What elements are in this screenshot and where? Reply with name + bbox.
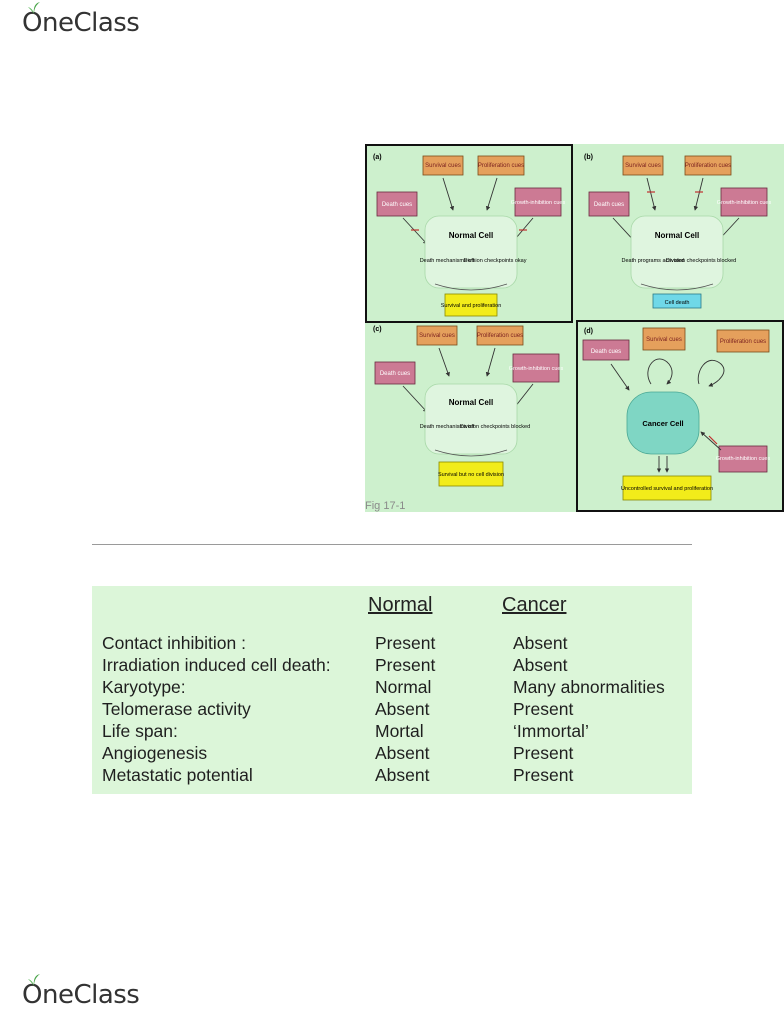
row-normal: Absent <box>375 765 430 785</box>
panel-c-right-state: Division checkpoints blocked <box>460 424 530 430</box>
row-feature: Irradiation induced cell death: <box>102 655 331 675</box>
row-normal: Absent <box>375 743 430 763</box>
section-divider <box>92 544 692 545</box>
oneclass-logo: OneClass <box>22 2 140 38</box>
panel-c-cell-label: Normal Cell <box>449 398 493 407</box>
panel-c-tag: (c) <box>373 326 382 333</box>
row-feature: Karyotype: <box>102 677 186 697</box>
panel-d-survival-cues: Survival cues <box>646 337 682 343</box>
panel-c-growth-cues: Growth-inhibition cues <box>509 366 564 372</box>
panel-c-outcome: Survival but no cell division <box>438 472 504 478</box>
leaf-icon <box>28 2 40 14</box>
row-cancer: Absent <box>513 655 568 675</box>
leaf-icon <box>28 974 40 986</box>
panel-d-proliferation-cues: Proliferation cues <box>720 339 766 345</box>
header-cancer: Cancer <box>502 594 567 616</box>
table-row: Life span: Mortal ‘Immortal’ <box>92 720 692 742</box>
panel-b: (b) Survival cues Proliferation cues Dea… <box>584 154 772 309</box>
panel-c-proliferation-cues: Proliferation cues <box>477 333 523 339</box>
panel-c: (c) Survival cues Proliferation cues Dea… <box>373 325 564 487</box>
row-normal: Mortal <box>375 721 424 741</box>
row-cancer: Many abnormalities <box>513 677 665 697</box>
panel-b-outcome: Cell death <box>665 300 690 306</box>
row-feature: Contact inhibition : <box>102 633 246 653</box>
table-row: Metastatic potential Absent Present <box>92 764 692 786</box>
row-cancer: Present <box>513 765 574 785</box>
normal-vs-cancer-table: Normal Cancer Contact inhibition : Prese… <box>92 586 692 794</box>
table-row: Karyotype: Normal Many abnormalities <box>92 676 692 698</box>
panel-b-growth-cues: Growth-inhibition cues <box>717 200 772 206</box>
header-normal: Normal <box>368 594 433 616</box>
row-feature: Life span: <box>102 721 178 741</box>
row-normal: Absent <box>375 699 430 719</box>
panel-b-right-state: Division checkpoints blocked <box>666 258 736 264</box>
row-feature: Angiogenesis <box>102 743 208 763</box>
oneclass-logo-footer: OneClass <box>22 974 140 1010</box>
row-cancer: ‘Immortal’ <box>513 721 589 741</box>
brand-name: OneClass <box>22 8 140 38</box>
row-normal: Normal <box>375 677 432 697</box>
panel-c-survival-cues: Survival cues <box>419 333 455 339</box>
panel-a-tag: (a) <box>373 154 382 161</box>
row-normal: Present <box>375 633 436 653</box>
panel-a-right-state: Division checkpoints okay <box>464 258 527 264</box>
panel-b-tag: (b) <box>584 154 593 161</box>
row-feature: Metastatic potential <box>102 765 253 785</box>
table-row: Telomerase activity Absent Present <box>92 698 692 720</box>
table-row: Irradiation induced cell death: Present … <box>92 654 692 676</box>
cell-regulation-figure: (a) Survival cues Proliferation cues Dea… <box>365 144 784 512</box>
row-cancer: Present <box>513 699 574 719</box>
panel-d-cell-label: Cancer Cell <box>642 419 683 428</box>
panel-a: (a) Survival cues Proliferation cues Dea… <box>365 144 573 323</box>
brand-name: OneClass <box>22 980 140 1010</box>
panel-a-death-cues: Death cues <box>382 202 412 208</box>
panel-d-outcome: Uncontrolled survival and proliferation <box>621 486 713 492</box>
row-feature: Telomerase activity <box>102 699 251 719</box>
row-cancer: Absent <box>513 633 568 653</box>
panel-d-growth-cues: Growth-inhibition cues <box>716 456 771 462</box>
panel-c-left-state: Death mechanisms off <box>420 424 475 430</box>
panel-b-death-cues: Death cues <box>594 202 624 208</box>
panel-a-cell-label: Normal Cell <box>449 231 493 240</box>
panel-b-proliferation-cues: Proliferation cues <box>685 163 731 169</box>
panel-a-growth-cues: Growth-inhibition cues <box>511 200 566 206</box>
panel-d-tag: (d) <box>584 328 593 335</box>
panel-a-left-state: Death mechanisms off <box>420 258 475 264</box>
panel-b-left-state: Death programs activated <box>622 258 685 264</box>
panel-a-proliferation-cues: Proliferation cues <box>478 163 524 169</box>
panel-b-cell-label: Normal Cell <box>655 231 699 240</box>
row-cancer: Present <box>513 743 574 763</box>
panel-a-survival-cues: Survival cues <box>425 163 461 169</box>
table-row: Angiogenesis Absent Present <box>92 742 692 764</box>
panel-b-survival-cues: Survival cues <box>625 163 661 169</box>
row-normal: Present <box>375 655 436 675</box>
panel-d-death-cues: Death cues <box>591 349 621 355</box>
panel-d: (d) Death cues Survival cues Proliferati… <box>576 320 784 512</box>
panel-c-death-cues: Death cues <box>380 371 410 377</box>
panel-a-outcome: Survival and proliferation <box>441 303 502 309</box>
figure-caption: Fig 17-1 <box>365 500 406 512</box>
table-row: Contact inhibition : Present Absent <box>92 632 692 654</box>
